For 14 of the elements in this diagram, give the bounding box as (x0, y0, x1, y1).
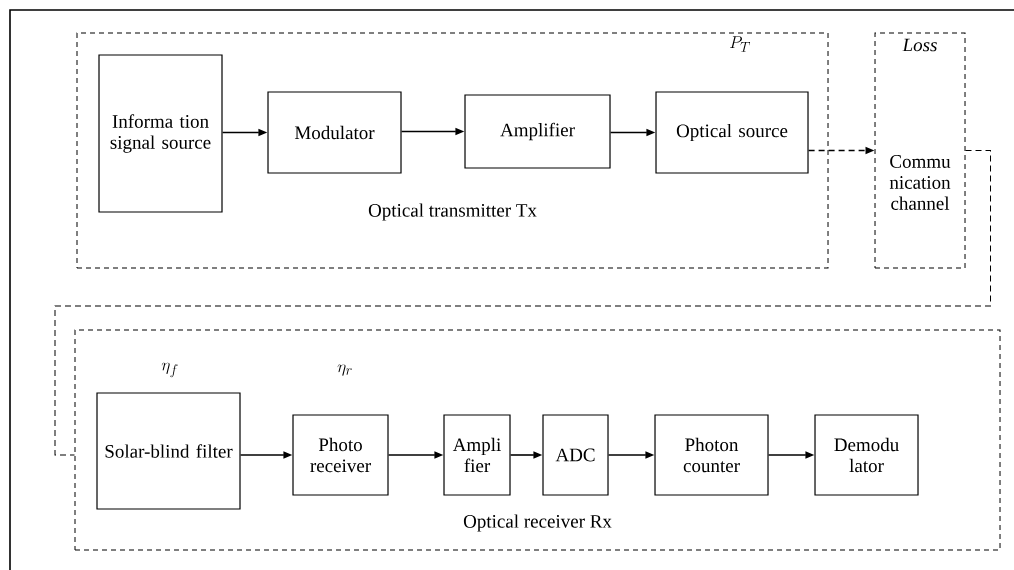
process-box: ADC (542, 414, 609, 496)
process-box: Photon counter (654, 414, 769, 496)
process-box: Demodu lator (814, 414, 919, 496)
process-box: Solar-blind filter (96, 392, 241, 510)
parameter-label: $\eta_{f}$ (161, 362, 178, 378)
process-box: Photo receiver (292, 414, 389, 496)
process-box: Modulator (267, 91, 402, 174)
process-box: Informa tion signal source (98, 54, 223, 213)
process-box: Amplifier (464, 94, 611, 169)
parameter-label: $\eta_{r}$ (337, 364, 352, 376)
parameter-label: $P_{T}$ (730, 36, 751, 52)
dashed-group-box: Loss Commu nication channel (874, 32, 966, 269)
process-box: Ampli fier (443, 414, 511, 496)
process-box: Optical source (655, 91, 809, 174)
